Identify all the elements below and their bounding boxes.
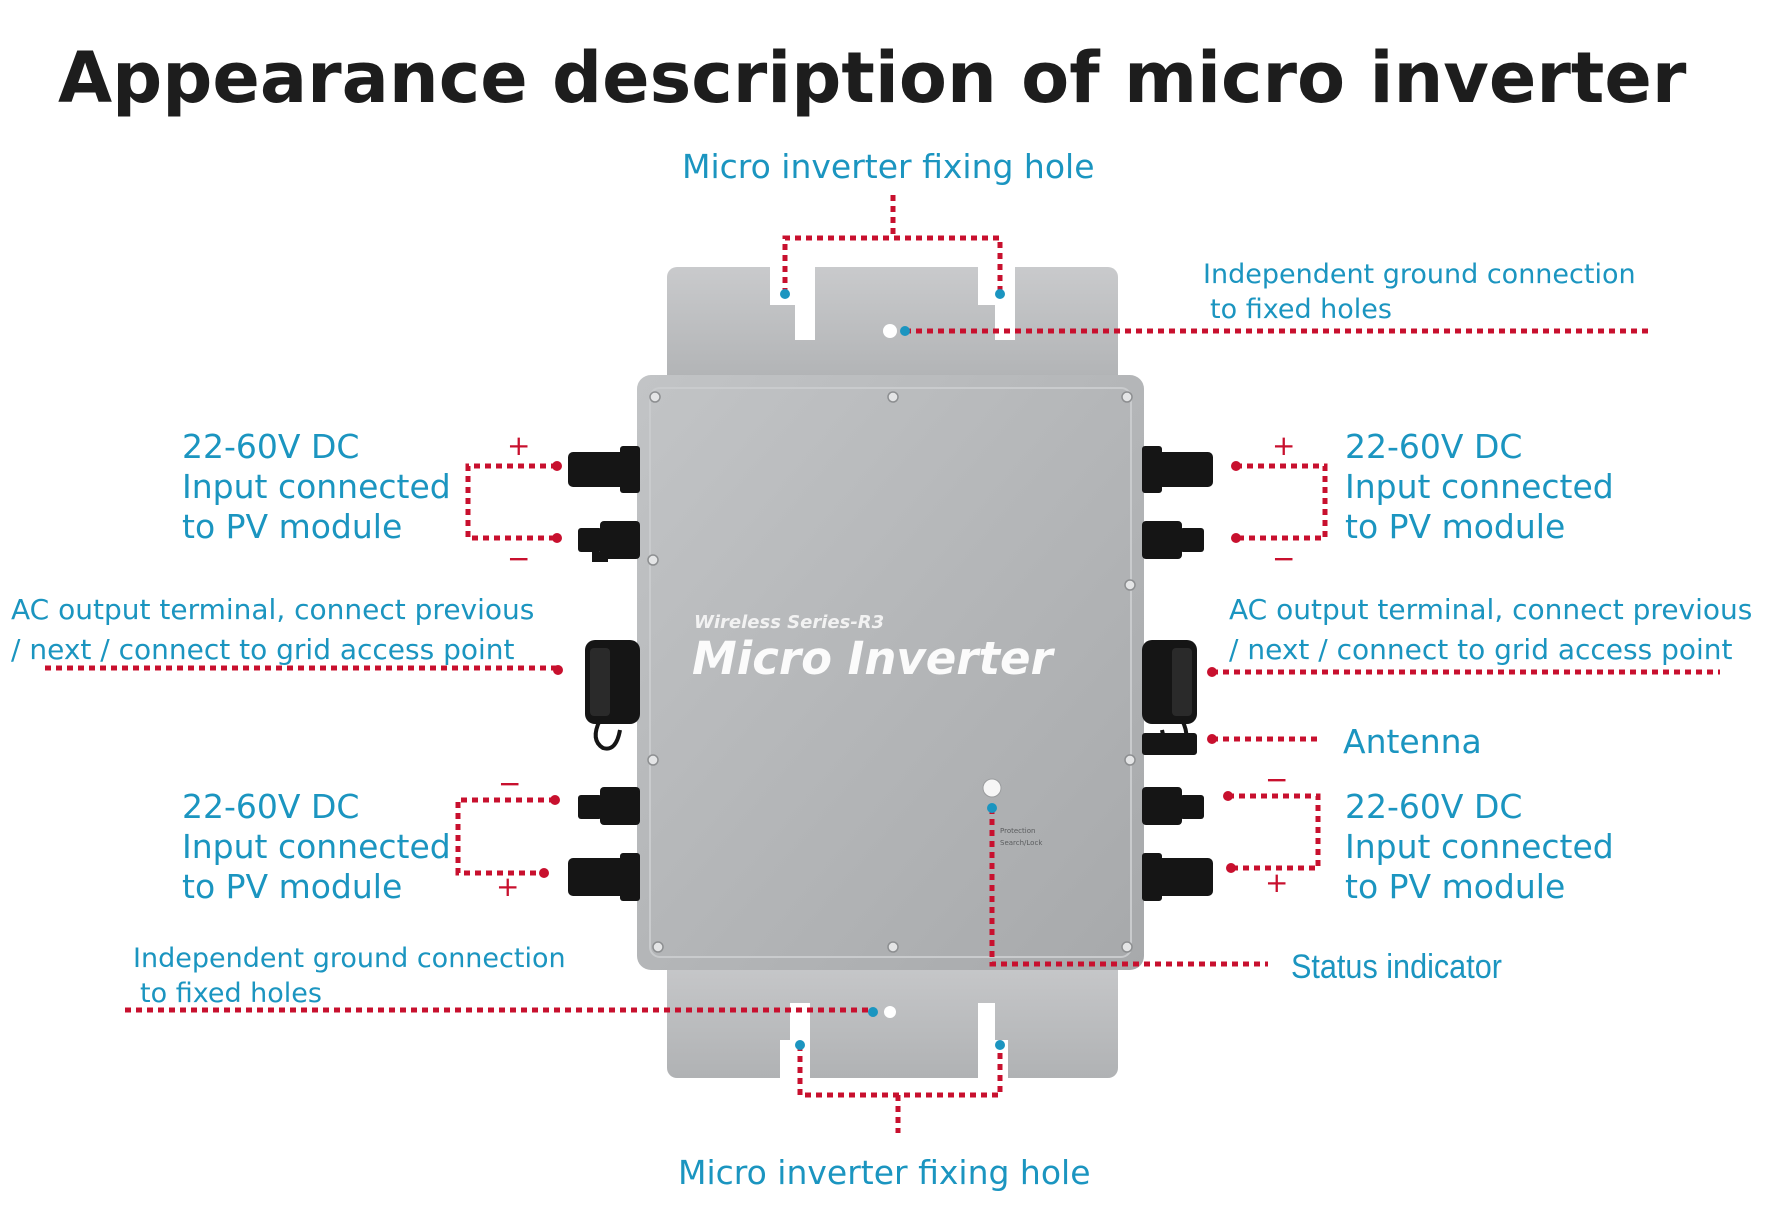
mounting-plate bbox=[667, 267, 1118, 1078]
label-fixing-hole-top: Micro inverter fixing hole bbox=[682, 147, 1095, 186]
sign-plus-bottom-left: + bbox=[496, 870, 520, 903]
right-connectors bbox=[1142, 446, 1213, 901]
page-title: Appearance description of micro inverter bbox=[58, 37, 1687, 119]
top-left-fixing-slot bbox=[770, 267, 815, 340]
label-ac-right-line1: AC output terminal, connect previous bbox=[1229, 593, 1753, 626]
marker-dots bbox=[539, 289, 1241, 1050]
sign-minus-top-left: − bbox=[507, 542, 531, 575]
label-dc-top-left-line2: Input connected bbox=[182, 467, 451, 506]
label-ac-right-line2: / next / connect to grid access point bbox=[1229, 633, 1733, 666]
label-dc-bottom-left-line2: Input connected bbox=[182, 827, 451, 866]
label-ground-top-line2: to fixed holes bbox=[1210, 294, 1392, 325]
label-fixing-hole-bottom: Micro inverter fixing hole bbox=[678, 1153, 1091, 1192]
device-series: Wireless Series-R3 bbox=[694, 612, 884, 633]
label-dc-top-right-line2: Input connected bbox=[1345, 467, 1614, 506]
device-name: Micro Inverter bbox=[692, 632, 1056, 685]
label-dc-bottom-left-line3: to PV module bbox=[182, 867, 403, 906]
sign-plus-bottom-right: + bbox=[1265, 866, 1289, 899]
label-dc-top-left-line1: 22-60V DC bbox=[182, 427, 360, 466]
inverter-body: Wireless Series-R3 Micro Inverter Protec… bbox=[637, 375, 1144, 970]
sign-plus-top-right: + bbox=[1272, 429, 1296, 462]
label-ground-bottom-line2: to fixed holes bbox=[140, 978, 322, 1009]
top-ground-hole bbox=[883, 324, 897, 338]
label-ground-bottom-line1: Independent ground connection bbox=[133, 943, 566, 974]
indicator-label-protection: Protection bbox=[1000, 827, 1035, 835]
sign-minus-bottom-left: − bbox=[498, 767, 522, 800]
left-connectors bbox=[568, 446, 640, 901]
label-dc-bottom-right-line2: Input connected bbox=[1345, 827, 1614, 866]
label-dc-bottom-right-line1: 22-60V DC bbox=[1345, 787, 1523, 826]
sign-plus-top-left: + bbox=[507, 429, 531, 462]
top-right-fixing-slot bbox=[978, 267, 1015, 340]
label-ac-left-line1: AC output terminal, connect previous bbox=[11, 593, 535, 626]
label-status-indicator: Status indicator bbox=[1291, 948, 1502, 986]
label-dc-bottom-left-line1: 22-60V DC bbox=[182, 787, 360, 826]
label-ground-top-line1: Independent ground connection bbox=[1203, 259, 1636, 290]
label-dc-top-right-line1: 22-60V DC bbox=[1345, 427, 1523, 466]
label-antenna: Antenna bbox=[1343, 722, 1482, 761]
label-dc-top-right-line3: to PV module bbox=[1345, 507, 1566, 546]
sign-minus-bottom-right: − bbox=[1265, 763, 1289, 796]
bottom-right-fixing-slot bbox=[978, 1003, 1008, 1078]
leader-lines bbox=[45, 195, 1720, 1133]
sign-minus-top-right: − bbox=[1272, 542, 1296, 575]
label-dc-top-left-line3: to PV module bbox=[182, 507, 403, 546]
status-led bbox=[982, 778, 1002, 798]
indicator-label-search: Search/Lock bbox=[1000, 839, 1043, 847]
label-dc-bottom-right-line3: to PV module bbox=[1345, 867, 1566, 906]
antenna bbox=[1142, 733, 1197, 755]
label-ac-left-line2: / next / connect to grid access point bbox=[11, 633, 515, 666]
bottom-ground-hole bbox=[884, 1006, 896, 1018]
